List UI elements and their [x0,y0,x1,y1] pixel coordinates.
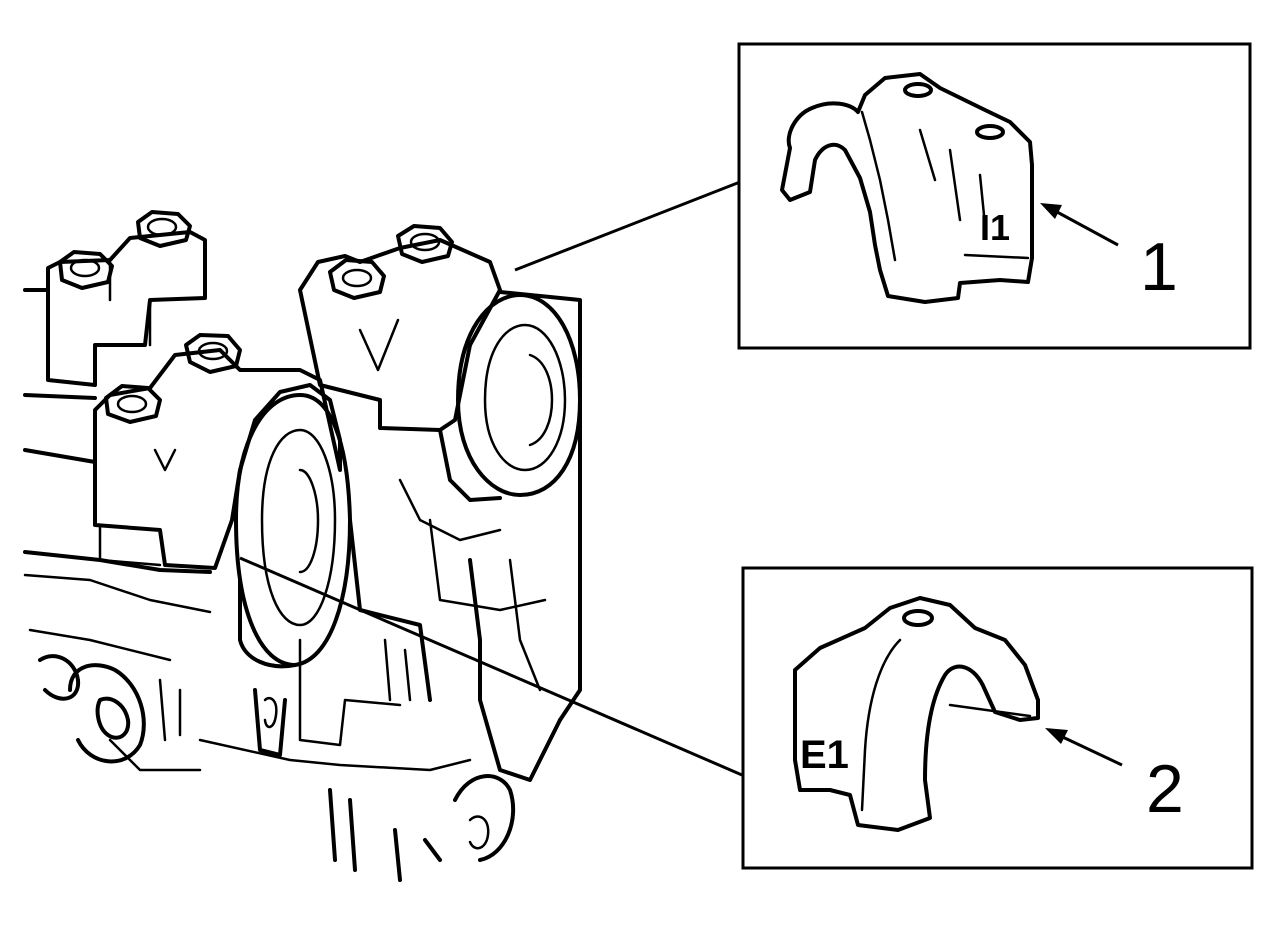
detail-panel-intake-cap: I1 1 [737,42,1252,350]
detail-panel-frame [737,42,1252,350]
bolt-head [58,250,114,290]
exhaust-bearing-cap: E1 [793,596,1040,832]
intake-bearing-cap: I1 [780,72,1034,304]
arrowhead [1045,728,1068,744]
bolt-head [136,210,192,248]
camshaft-journal-rear [456,290,582,722]
bolt-head [184,333,242,374]
leader-line-exhaust-cap [239,556,743,777]
bolt-head [104,384,162,424]
front-bearing-cap [93,348,342,570]
cylinder-head-illustration [23,210,582,882]
bolt-head [328,258,386,300]
arrowhead [1040,203,1062,219]
part-marking-e1: E1 [800,733,849,777]
detail-panel-exhaust-cap: E1 2 [741,566,1254,870]
detail-panel-frame [741,566,1254,870]
leader-line-intake-cap [514,180,741,272]
bolt-head [396,224,454,264]
callout-label-2: 2 [1146,751,1184,827]
head-casting [23,288,562,882]
part-marking-i1: I1 [980,207,1010,248]
callout-label-1: 1 [1140,229,1178,305]
